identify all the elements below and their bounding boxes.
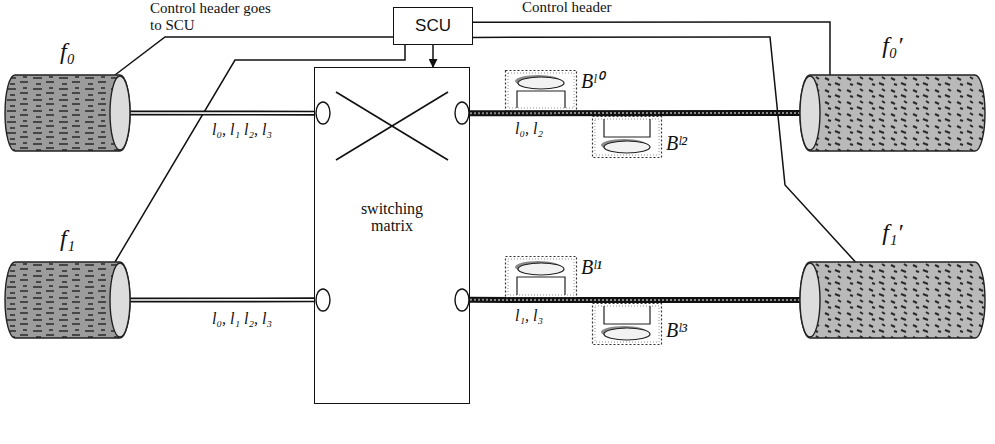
- buffer-shape: [505, 70, 577, 111]
- control-line: [473, 37, 856, 262]
- control-line: [433, 45, 434, 67]
- dotted-frame: [593, 304, 662, 345]
- control-path: [473, 22, 830, 75]
- fiber-core: [470, 299, 800, 301]
- component-label: Bˡ⁰: [581, 70, 603, 92]
- buffer-module: Bˡ⁰: [505, 70, 577, 111]
- switch-lens: [518, 263, 564, 275]
- cylinder-body: [5, 262, 130, 338]
- switch-lens: [518, 77, 564, 89]
- cylinder-body: [800, 75, 985, 151]
- component-label: Bˡ³: [666, 319, 687, 341]
- cylinder-shape: [800, 262, 985, 338]
- cylinder-face: [110, 263, 130, 337]
- component-label: f₁′: [800, 218, 985, 246]
- fiber-bundle: f₀: [5, 75, 130, 151]
- dotted-frame: [595, 119, 659, 155]
- line-label: l₀, l₂: [515, 120, 543, 138]
- buffer-shape: [592, 116, 662, 158]
- switch-bracket: [604, 306, 650, 324]
- cylinder-body: [5, 75, 130, 151]
- switch-lens: [604, 141, 650, 153]
- port-lens: [455, 102, 469, 124]
- control-unit-box: SCU: [393, 7, 473, 45]
- fiber-core: [130, 299, 314, 301]
- port-lens: [455, 289, 469, 311]
- cylinder-face: [800, 76, 820, 150]
- cylinder-shape: [800, 75, 985, 151]
- control-path: [432, 45, 434, 67]
- component-label: f₁: [5, 224, 130, 252]
- port-lens: [316, 289, 330, 311]
- switch-bracket: [517, 277, 565, 295]
- dotted-frame: [593, 117, 662, 158]
- buffer-shape: [592, 303, 662, 345]
- box-label: SCU: [415, 16, 451, 36]
- cylinder-body: [800, 262, 985, 338]
- line-label: Control header: [522, 0, 612, 16]
- fiber-core: [130, 112, 314, 114]
- control-path: [473, 37, 856, 262]
- control-line: [473, 22, 830, 75]
- cylinder-face: [800, 263, 820, 337]
- line-label: l₁, l₃: [515, 307, 543, 325]
- fiber-link: [130, 299, 314, 300]
- fiber-bundle: f₁′: [800, 262, 985, 338]
- dotted-frame: [506, 257, 577, 298]
- fiber-link: [470, 113, 800, 114]
- cross-line: [336, 92, 448, 160]
- control-path: [115, 37, 393, 75]
- buffer-module: Bˡ³: [592, 303, 662, 345]
- switch-lens: [604, 328, 650, 340]
- switch-cross: [336, 92, 448, 160]
- switching-matrix: switching matrix: [314, 67, 470, 404]
- line-label: l₀, l₁ l₂, l₃: [212, 310, 272, 328]
- fiber-bundle: f₀′: [800, 75, 985, 151]
- buffer-module: Bˡ¹: [505, 256, 577, 298]
- switch-bracket: [604, 119, 650, 137]
- buffer-shape: [505, 256, 577, 298]
- component-label: f₀′: [800, 31, 985, 59]
- cylinder-shape: [5, 262, 130, 338]
- fiber-link: [470, 299, 800, 300]
- fiber-outer: [130, 111, 314, 116]
- dotted-frame: [508, 259, 574, 295]
- component-label: Bˡ²: [666, 132, 687, 154]
- fiber-bundle: f₁: [5, 262, 130, 338]
- dotted-frame: [506, 71, 577, 111]
- control-line: [115, 37, 393, 75]
- port-connectors: [316, 102, 469, 311]
- port-lens: [316, 102, 330, 124]
- cylinder-shape: [5, 75, 130, 151]
- dotted-frame: [595, 306, 659, 342]
- line-label: Control header goes to SCU: [150, 0, 280, 34]
- cylinder-face: [110, 76, 130, 150]
- dotted-frame: [508, 73, 574, 108]
- switch-bracket: [517, 91, 565, 108]
- component-label: Bˡ¹: [581, 256, 602, 278]
- cross-line: [336, 92, 448, 160]
- fiber-outer: [130, 297, 314, 302]
- line-label: l₀, l₁ l₂, l₃: [212, 121, 272, 139]
- fiber-core: [470, 112, 800, 114]
- buffer-module: Bˡ²: [592, 116, 662, 158]
- box-label: switching matrix: [347, 200, 437, 234]
- fiber-link: [130, 113, 314, 114]
- component-label: f₀: [5, 37, 130, 65]
